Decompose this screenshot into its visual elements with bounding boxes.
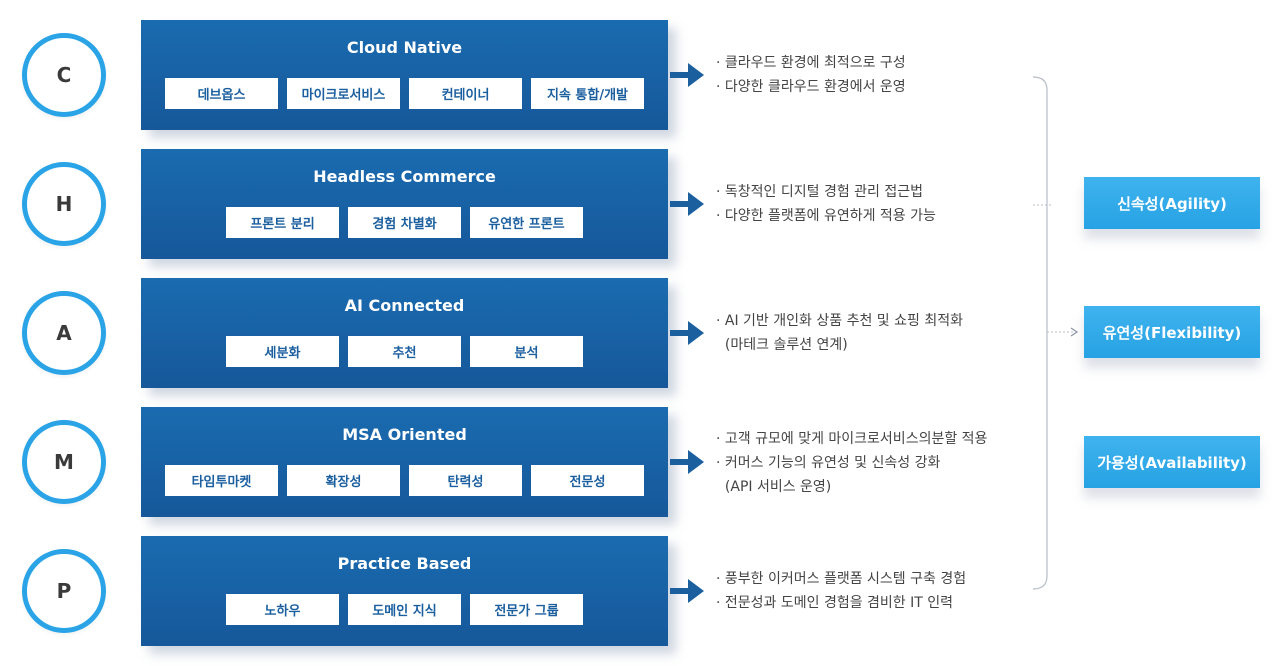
pillar-description: · 풍부한 이커머스 플랫폼 시스템 구축 경험 · 전문성과 도메인 경험을 겸… bbox=[716, 567, 966, 615]
pillar-panel: AI Connected 세분화 추천 분석 bbox=[141, 278, 668, 388]
arrow-right-icon bbox=[670, 318, 706, 348]
keyword-chip: 도메인 지식 bbox=[348, 594, 461, 625]
keyword-chip: 분석 bbox=[470, 336, 583, 367]
letter-circle-m: M bbox=[22, 420, 106, 504]
pillar-description: · 독창적인 디지털 경험 관리 접근법 · 다양한 플랫폼에 유연하게 적용 가… bbox=[716, 180, 936, 228]
keyword-chip: 프론트 분리 bbox=[226, 207, 339, 238]
quality-badge: 가용성(Availability) bbox=[1084, 436, 1260, 488]
keyword-chip: 탄력성 bbox=[409, 465, 522, 496]
pillar-panel: Practice Based 노하우 도메인 지식 전문가 그룹 bbox=[141, 536, 668, 646]
description-line: · 다양한 클라우드 환경에서 운영 bbox=[716, 79, 906, 95]
description-line: · 고객 규모에 맞게 마이크로서비스의분할 적용 bbox=[716, 431, 988, 447]
pillar-panel: MSA Oriented 타임투마켓 확장성 탄력성 전문성 bbox=[141, 407, 668, 517]
keyword-chip: 컨테이너 bbox=[409, 78, 522, 109]
description-line: · 커머스 기능의 유연성 및 신속성 강화 bbox=[716, 455, 941, 471]
description-line: · AI 기반 개인화 상품 추천 및 쇼핑 최적화 bbox=[716, 313, 963, 329]
letter-circle-c: C bbox=[22, 33, 106, 117]
chip-group: 타임투마켓 확장성 탄력성 전문성 bbox=[141, 465, 668, 496]
keyword-chip: 유연한 프론트 bbox=[470, 207, 583, 238]
letter-circle-a: A bbox=[22, 291, 106, 375]
keyword-chip: 마이크로서비스 bbox=[287, 78, 400, 109]
arrow-right-icon bbox=[670, 576, 706, 606]
pillar-panel: Headless Commerce 프론트 분리 경험 차별화 유연한 프론트 bbox=[141, 149, 668, 259]
description-line: · 독창적인 디지털 경험 관리 접근법 bbox=[716, 184, 924, 200]
pillar-title: Practice Based bbox=[337, 554, 472, 573]
keyword-chip: 전문성 bbox=[531, 465, 644, 496]
letter-circle-p: P bbox=[22, 549, 106, 633]
description-line: · 클라우드 환경에 최적으로 구성 bbox=[716, 55, 906, 71]
keyword-chip: 지속 통합/개발 bbox=[531, 78, 644, 109]
keyword-chip: 타임투마켓 bbox=[165, 465, 278, 496]
keyword-chip: 경험 차별화 bbox=[348, 207, 461, 238]
keyword-chip: 확장성 bbox=[287, 465, 400, 496]
chip-group: 노하우 도메인 지식 전문가 그룹 bbox=[141, 594, 668, 625]
keyword-chip: 전문가 그룹 bbox=[470, 594, 583, 625]
chip-group: 프론트 분리 경험 차별화 유연한 프론트 bbox=[141, 207, 668, 238]
description-line: · 전문성과 도메인 경험을 겸비한 IT 인력 bbox=[716, 595, 954, 611]
pillar-title: Cloud Native bbox=[346, 38, 463, 57]
arrow-right-icon bbox=[670, 60, 706, 90]
quality-badge: 신속성(Agility) bbox=[1084, 177, 1260, 229]
chip-group: 세분화 추천 분석 bbox=[141, 336, 668, 367]
pillar-description: · 클라우드 환경에 최적으로 구성 · 다양한 클라우드 환경에서 운영 bbox=[716, 51, 906, 99]
dotted-connectors bbox=[1033, 195, 1083, 349]
bracket-connector bbox=[1032, 76, 1051, 590]
pillar-title: MSA Oriented bbox=[342, 425, 467, 444]
description-line: (API 서비스 운영) bbox=[716, 479, 832, 495]
arrow-right-icon bbox=[670, 189, 706, 219]
pillar-description: · AI 기반 개인화 상품 추천 및 쇼핑 최적화 (마테크 솔루션 연계) bbox=[716, 309, 963, 357]
description-line: (마테크 솔루션 연계) bbox=[716, 337, 848, 353]
arrow-right-icon bbox=[670, 447, 706, 477]
keyword-chip: 세분화 bbox=[226, 336, 339, 367]
keyword-chip: 데브옵스 bbox=[165, 78, 278, 109]
pillar-panel: Cloud Native 데브옵스 마이크로서비스 컨테이너 지속 통합/개발 bbox=[141, 20, 668, 130]
description-line: · 풍부한 이커머스 플랫폼 시스템 구축 경험 bbox=[716, 571, 967, 587]
chip-group: 데브옵스 마이크로서비스 컨테이너 지속 통합/개발 bbox=[141, 78, 668, 109]
quality-badge: 유연성(Flexibility) bbox=[1084, 306, 1260, 358]
letter-circle-h: H bbox=[22, 162, 106, 246]
keyword-chip: 노하우 bbox=[226, 594, 339, 625]
pillar-description: · 고객 규모에 맞게 마이크로서비스의분할 적용 · 커머스 기능의 유연성 및… bbox=[716, 427, 987, 499]
pillar-title: Headless Commerce bbox=[313, 167, 496, 186]
keyword-chip: 추천 bbox=[348, 336, 461, 367]
pillar-title: AI Connected bbox=[344, 296, 465, 315]
description-line: · 다양한 플랫폼에 유연하게 적용 가능 bbox=[716, 208, 936, 224]
